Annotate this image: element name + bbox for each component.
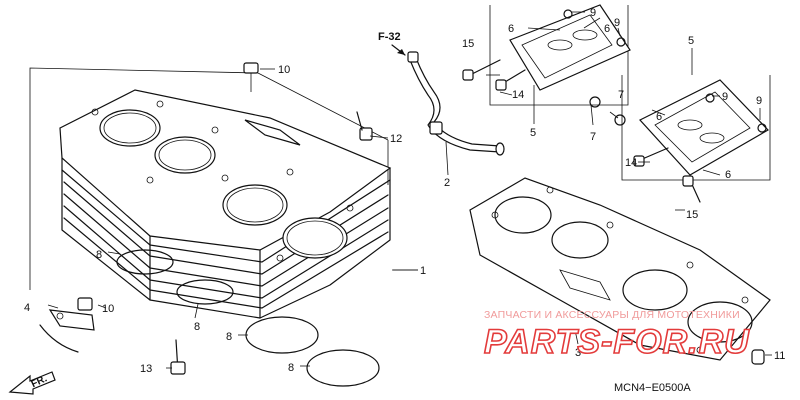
callout-15b: 15 (686, 209, 698, 221)
callouts: 1 2 3 4 5 5 6 6 6 6 7 7 8 8 8 8 9 9 9 9 … (24, 7, 785, 375)
callout-6a: 6 (508, 23, 514, 35)
upper-cover-group (462, 4, 631, 108)
bracket-4 (39, 309, 95, 353)
callout-4: 4 (24, 302, 30, 314)
dowel-11 (751, 349, 765, 365)
callout-1: 1 (420, 265, 426, 277)
callout-10a: 10 (278, 64, 290, 76)
callout-9b: 9 (614, 17, 620, 29)
oil-pipe (407, 51, 505, 156)
front-arrow: FR. (8, 371, 56, 395)
diagram-code: MCN4−E0500A (614, 382, 691, 394)
callout-11: 11 (774, 350, 785, 362)
callout-2: 2 (444, 177, 450, 189)
bolt-13 (170, 339, 186, 375)
o-rings (116, 249, 380, 387)
head-gasket (469, 177, 771, 361)
watermark-main-text: PARTS-FOR.RU (484, 323, 750, 361)
callout-9d: 9 (756, 95, 762, 107)
bolt-12 (356, 111, 373, 141)
callout-3: 3 (575, 347, 581, 359)
callout-14a: 14 (512, 89, 524, 101)
callout-8b: 8 (194, 321, 200, 333)
watermark: ЗАПЧАСТИ И АКСЕССУАРЫ ДЛЯ МОТОТЕХНИКИ PA… (483, 309, 750, 362)
callout-7b: 7 (590, 131, 596, 143)
watermark-top-text: ЗАПЧАСТИ И АКСЕССУАРЫ ДЛЯ МОТОТЕХНИКИ (484, 309, 740, 321)
callout-15a: 15 (462, 38, 474, 50)
callout-5a: 5 (530, 127, 536, 139)
callout-9c: 9 (722, 91, 728, 103)
reference-label: F-32 (378, 31, 401, 43)
nut-10-bottom (77, 297, 93, 311)
callout-6b: 6 (604, 23, 610, 35)
cylinder-block (59, 89, 392, 319)
callout-7a: 7 (618, 89, 624, 101)
callout-14b: 14 (625, 157, 637, 169)
callout-8d: 8 (288, 362, 294, 374)
leader-lines (47, 11, 772, 369)
reference-f32: F-32 (378, 31, 406, 56)
callout-6c: 6 (656, 111, 662, 123)
lower-cover-group (614, 75, 771, 203)
callout-10b: 10 (102, 303, 114, 315)
callout-5b: 5 (688, 35, 694, 47)
bolt-10-top (243, 62, 259, 92)
callout-12: 12 (390, 133, 402, 145)
callout-9a: 9 (590, 7, 596, 19)
callout-6d: 6 (725, 169, 731, 181)
callout-13: 13 (140, 363, 152, 375)
callout-8c: 8 (226, 331, 232, 343)
callout-8a: 8 (96, 249, 102, 261)
